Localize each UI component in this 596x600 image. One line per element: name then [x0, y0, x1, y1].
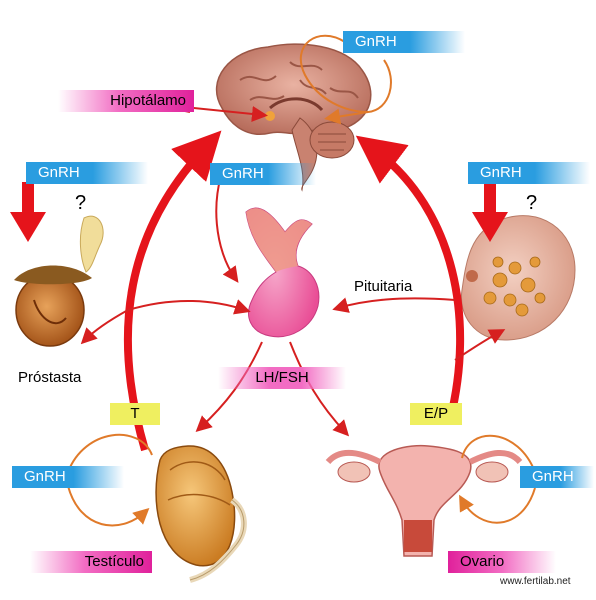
gnrh-top-label: GnRH	[343, 31, 465, 53]
question-mark-right: ?	[526, 192, 538, 214]
ovary-to-breast-arrow	[454, 329, 506, 361]
pituitary-illustration	[245, 207, 320, 338]
top-gnrh-loop	[299, 34, 392, 114]
left-gnrh-loop-top	[67, 433, 153, 473]
right-down-arrow	[472, 182, 508, 242]
prostate-illustration	[14, 215, 104, 347]
website-credit: www.fertilab.net	[500, 576, 571, 587]
testiculo-label: Testículo	[30, 551, 152, 573]
lhfsh-label: LH/FSH	[218, 367, 346, 389]
right-gnrh-loop-bottom	[459, 487, 536, 524]
top-gnrh-loop-tip	[324, 108, 369, 125]
testis-to-prostate-arrow	[80, 309, 129, 345]
ovario-label: Ovario	[448, 551, 556, 573]
uterus-illustration	[325, 444, 523, 557]
left-down-arrow	[10, 182, 46, 242]
gnrh-bottom-right-label: GnRH	[520, 466, 594, 488]
prostata-label: Próstasta	[18, 369, 82, 386]
gnrh-center-label: GnRH	[210, 163, 316, 185]
lhfsh-to-testis-arrow	[195, 341, 263, 433]
question-mark-left: ?	[75, 192, 87, 214]
right-gnrh-loop-top	[461, 434, 536, 473]
gnrh-bottom-left-label: GnRH	[12, 466, 124, 488]
pituitaria-label: Pituitaria	[354, 278, 413, 295]
left-gnrh-loop-bottom	[67, 485, 150, 527]
t-label: T	[110, 403, 160, 425]
testis-to-pituitary-arrow	[127, 299, 251, 315]
lhfsh-to-ovary-arrow	[289, 341, 350, 437]
ovary-to-pituitary-arrow	[332, 297, 456, 313]
gnrh-left-label: GnRH	[26, 162, 148, 184]
testis-illustration	[155, 445, 247, 583]
estrogen-feedback-arrow	[355, 135, 465, 421]
gnrh-right-label: GnRH	[468, 162, 590, 184]
hipotalamo-label: Hipotálamo	[58, 90, 194, 112]
ep-label: E/P	[410, 403, 462, 425]
breast-illustration	[460, 215, 576, 341]
